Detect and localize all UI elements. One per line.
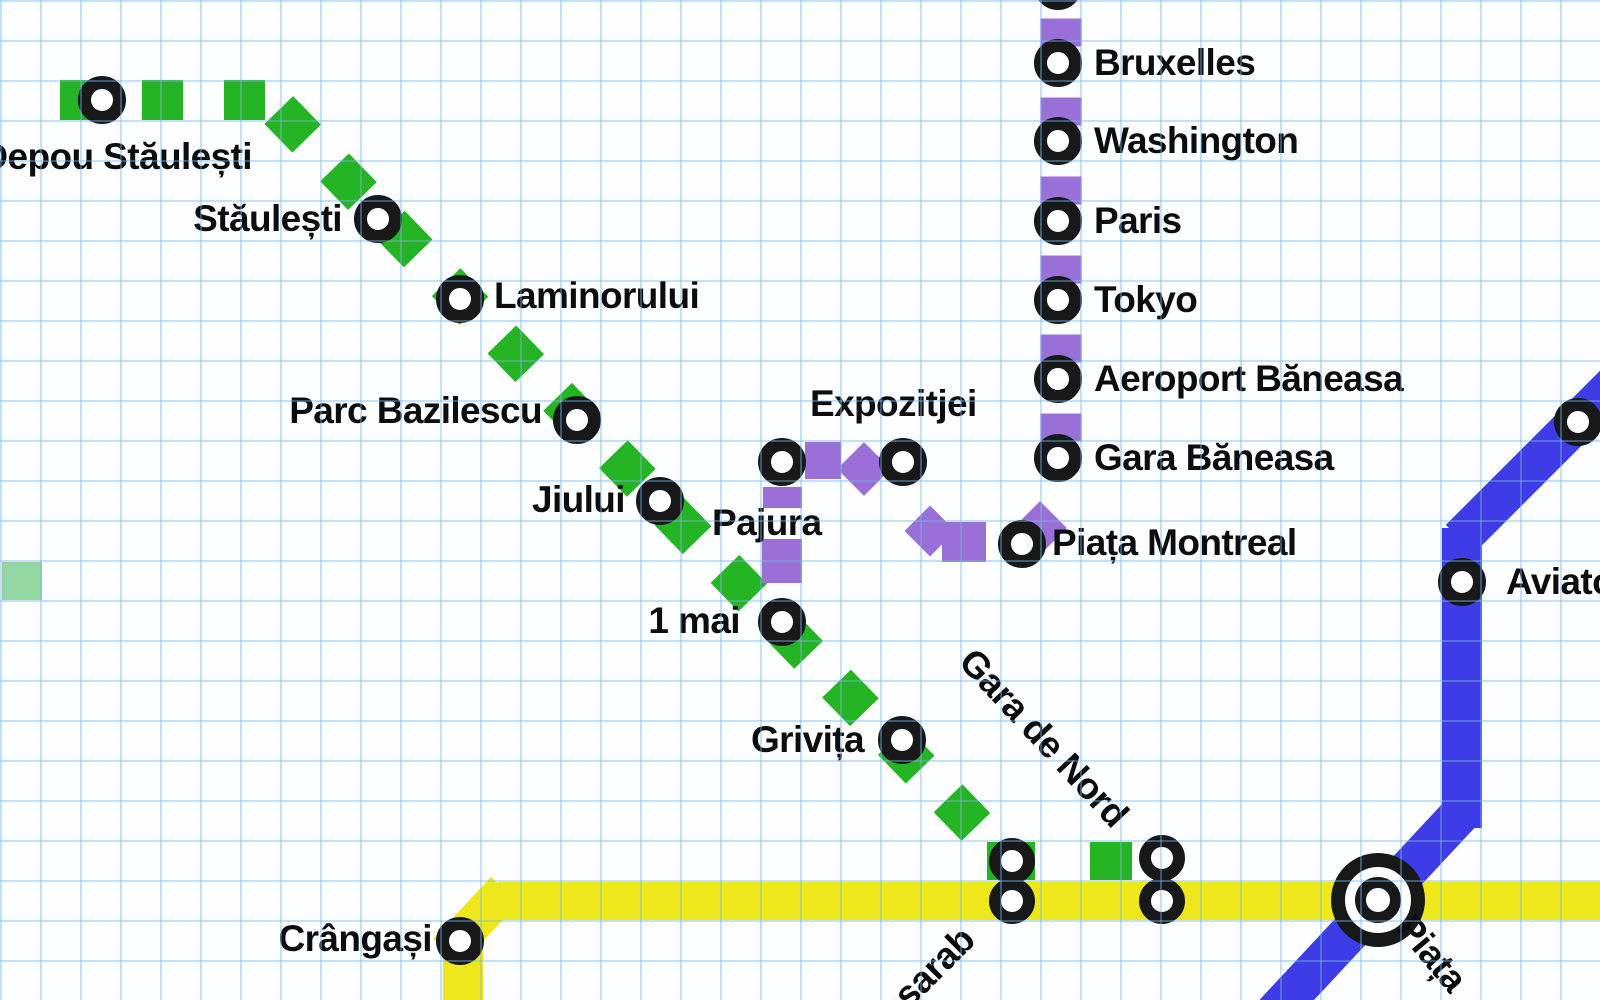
purple-dash-square [762,539,802,583]
station-label: Grivița [750,719,865,760]
station-marker[interactable] [1034,117,1082,165]
station-marker[interactable] [879,438,927,486]
station-marker[interactable] [758,438,806,486]
station-marker[interactable] [1438,558,1486,606]
station-label: Expozitjei [810,383,977,424]
station-label: Pajura [712,502,822,543]
line-segment-light-green-stub [2,562,42,600]
station-marker[interactable] [436,275,484,323]
purple-dash-square [805,442,841,479]
station-label: 1 mai [648,600,740,641]
station-marker[interactable] [1034,197,1082,245]
station-marker[interactable] [878,716,926,764]
station-marker[interactable] [636,477,684,525]
station-label: Crângași [278,918,432,959]
station-label: Basarab [853,918,983,1000]
line-segment-blue-diagonal-top [1445,362,1600,554]
station-marker[interactable] [758,598,806,646]
station-marker[interactable] [1554,398,1600,446]
station-label: Paris [1094,200,1182,241]
station-marker[interactable] [1034,355,1082,403]
interchange-hub-marker-inner [1355,877,1401,923]
station-label: Stăulești [193,198,342,239]
station-marker[interactable] [436,917,484,965]
station-label: Piața Montreal [1052,522,1297,563]
station-label: Washington [1094,120,1299,161]
station-marker[interactable] [1139,878,1185,924]
station-marker[interactable] [1034,276,1082,324]
station-label: Gara Băneasa [1094,437,1334,478]
station-label: Tokyo [1094,279,1198,320]
line-segment-yellow-horizontal [498,882,1600,920]
station-marker[interactable] [1034,434,1082,482]
station-label: Aeroport Băneasa [1094,358,1404,399]
station-label: Bruxelles [1094,42,1256,83]
station-marker[interactable] [998,520,1046,568]
station-marker[interactable] [1034,39,1082,87]
station-label: Parc Bazilescu [289,390,542,431]
purple-dash-square [942,522,986,562]
station-label: Aviatorilor [1506,561,1600,602]
station-label: Jiului [531,479,626,520]
station-marker[interactable] [553,396,601,444]
station-label: Laminorului [494,275,700,316]
station-marker[interactable] [1034,0,1082,10]
station-label: Depou Stăulești [0,136,253,177]
station-marker[interactable] [354,195,402,243]
purple-dash-square [763,487,802,508]
station-marker[interactable] [1139,835,1185,881]
station-marker[interactable] [78,76,126,124]
station-marker[interactable] [989,878,1035,924]
